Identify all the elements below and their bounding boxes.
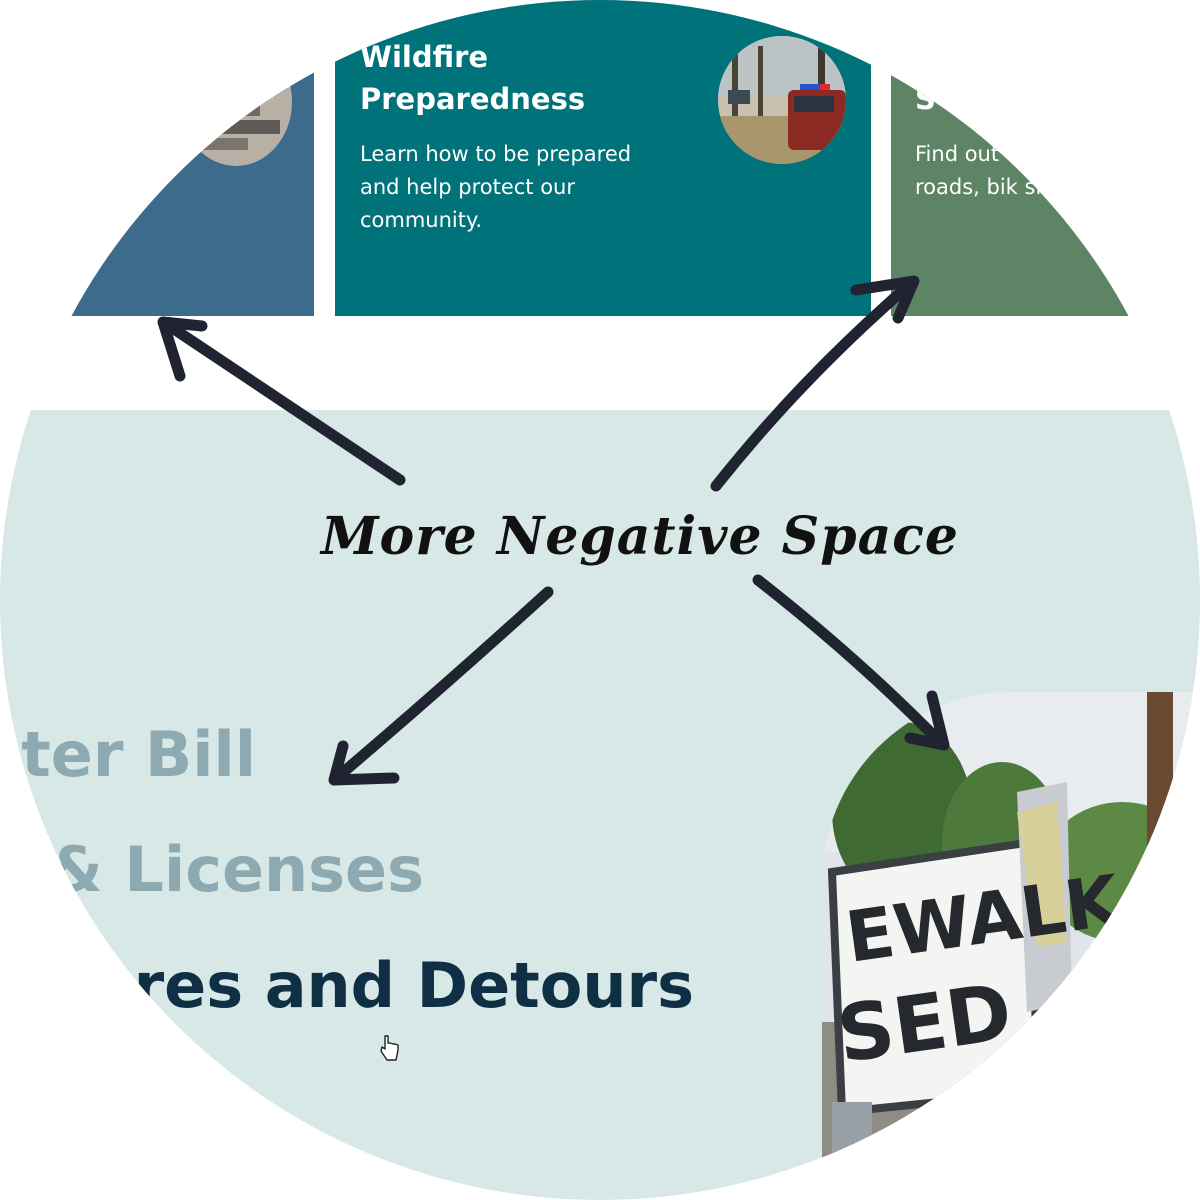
card-right[interactable]: S Find out to maintain our roads, bik si…	[891, 0, 1200, 316]
sidewalk-closed-photo: EWALK SED	[822, 692, 1200, 1200]
menu-item-closures-detours[interactable]: ures and Detours	[89, 949, 694, 1022]
hand-pointer-icon	[380, 1035, 399, 1061]
card-wildfire-preparedness[interactable]: Wildfire Preparedness Learn how to be pr…	[335, 0, 871, 316]
card-description: Learn how to be prepared and help protec…	[360, 142, 632, 232]
arrow-up-left-head	[157, 316, 208, 382]
annotation-text: More Negative Space	[320, 506, 960, 567]
card-wildfire-photo	[718, 36, 846, 164]
card-left-photo	[180, 38, 292, 166]
card-description: Find out to maintain our roads, bik side…	[915, 142, 1168, 199]
card-title: Wildfire Preparedness	[360, 40, 586, 116]
menu-item-licenses[interactable]: & Licenses	[48, 833, 424, 906]
card-title: S	[915, 82, 936, 116]
menu-item-water-bill[interactable]: ater Bill	[0, 718, 256, 791]
card-left[interactable]	[0, 0, 314, 316]
